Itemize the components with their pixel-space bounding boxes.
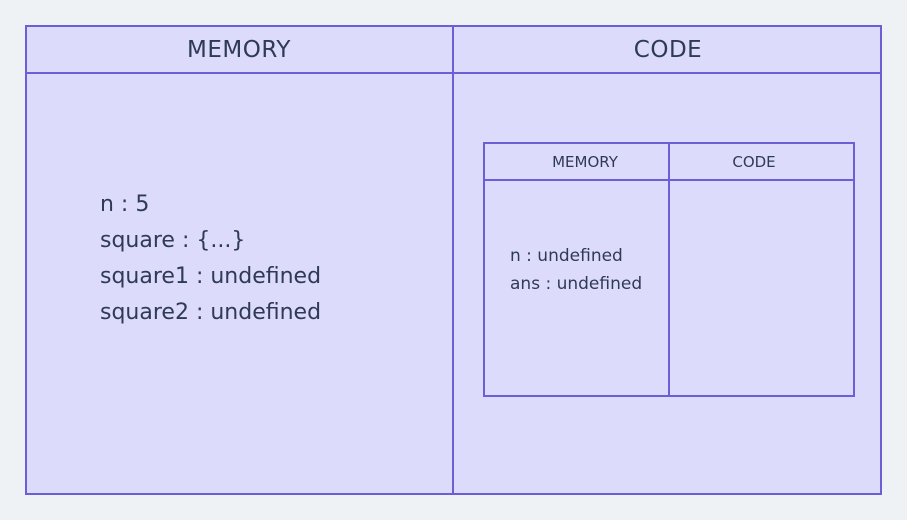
outer-column-divider	[452, 25, 454, 495]
outer-memory-header: MEMORY	[187, 37, 291, 63]
memory-entry: ans : undefined	[510, 274, 643, 294]
inner-memory-list: n : undefined ans : undefined	[510, 242, 642, 298]
outer-header-divider	[25, 72, 882, 74]
inner-header-divider	[483, 179, 855, 181]
outer-code-header: CODE	[633, 37, 703, 63]
memory-entry: square2 : undefined	[100, 300, 322, 325]
memory-entry: n : undefined	[510, 246, 623, 266]
memory-entry: square : {...}	[100, 228, 246, 253]
inner-memory-header: MEMORY	[552, 153, 618, 171]
inner-column-divider	[668, 142, 670, 397]
memory-entry: n : 5	[100, 192, 150, 217]
inner-code-header: CODE	[732, 153, 776, 171]
outer-memory-list: n : 5 square : {...} square1 : undefined…	[100, 187, 321, 331]
memory-entry: square1 : undefined	[100, 264, 322, 289]
